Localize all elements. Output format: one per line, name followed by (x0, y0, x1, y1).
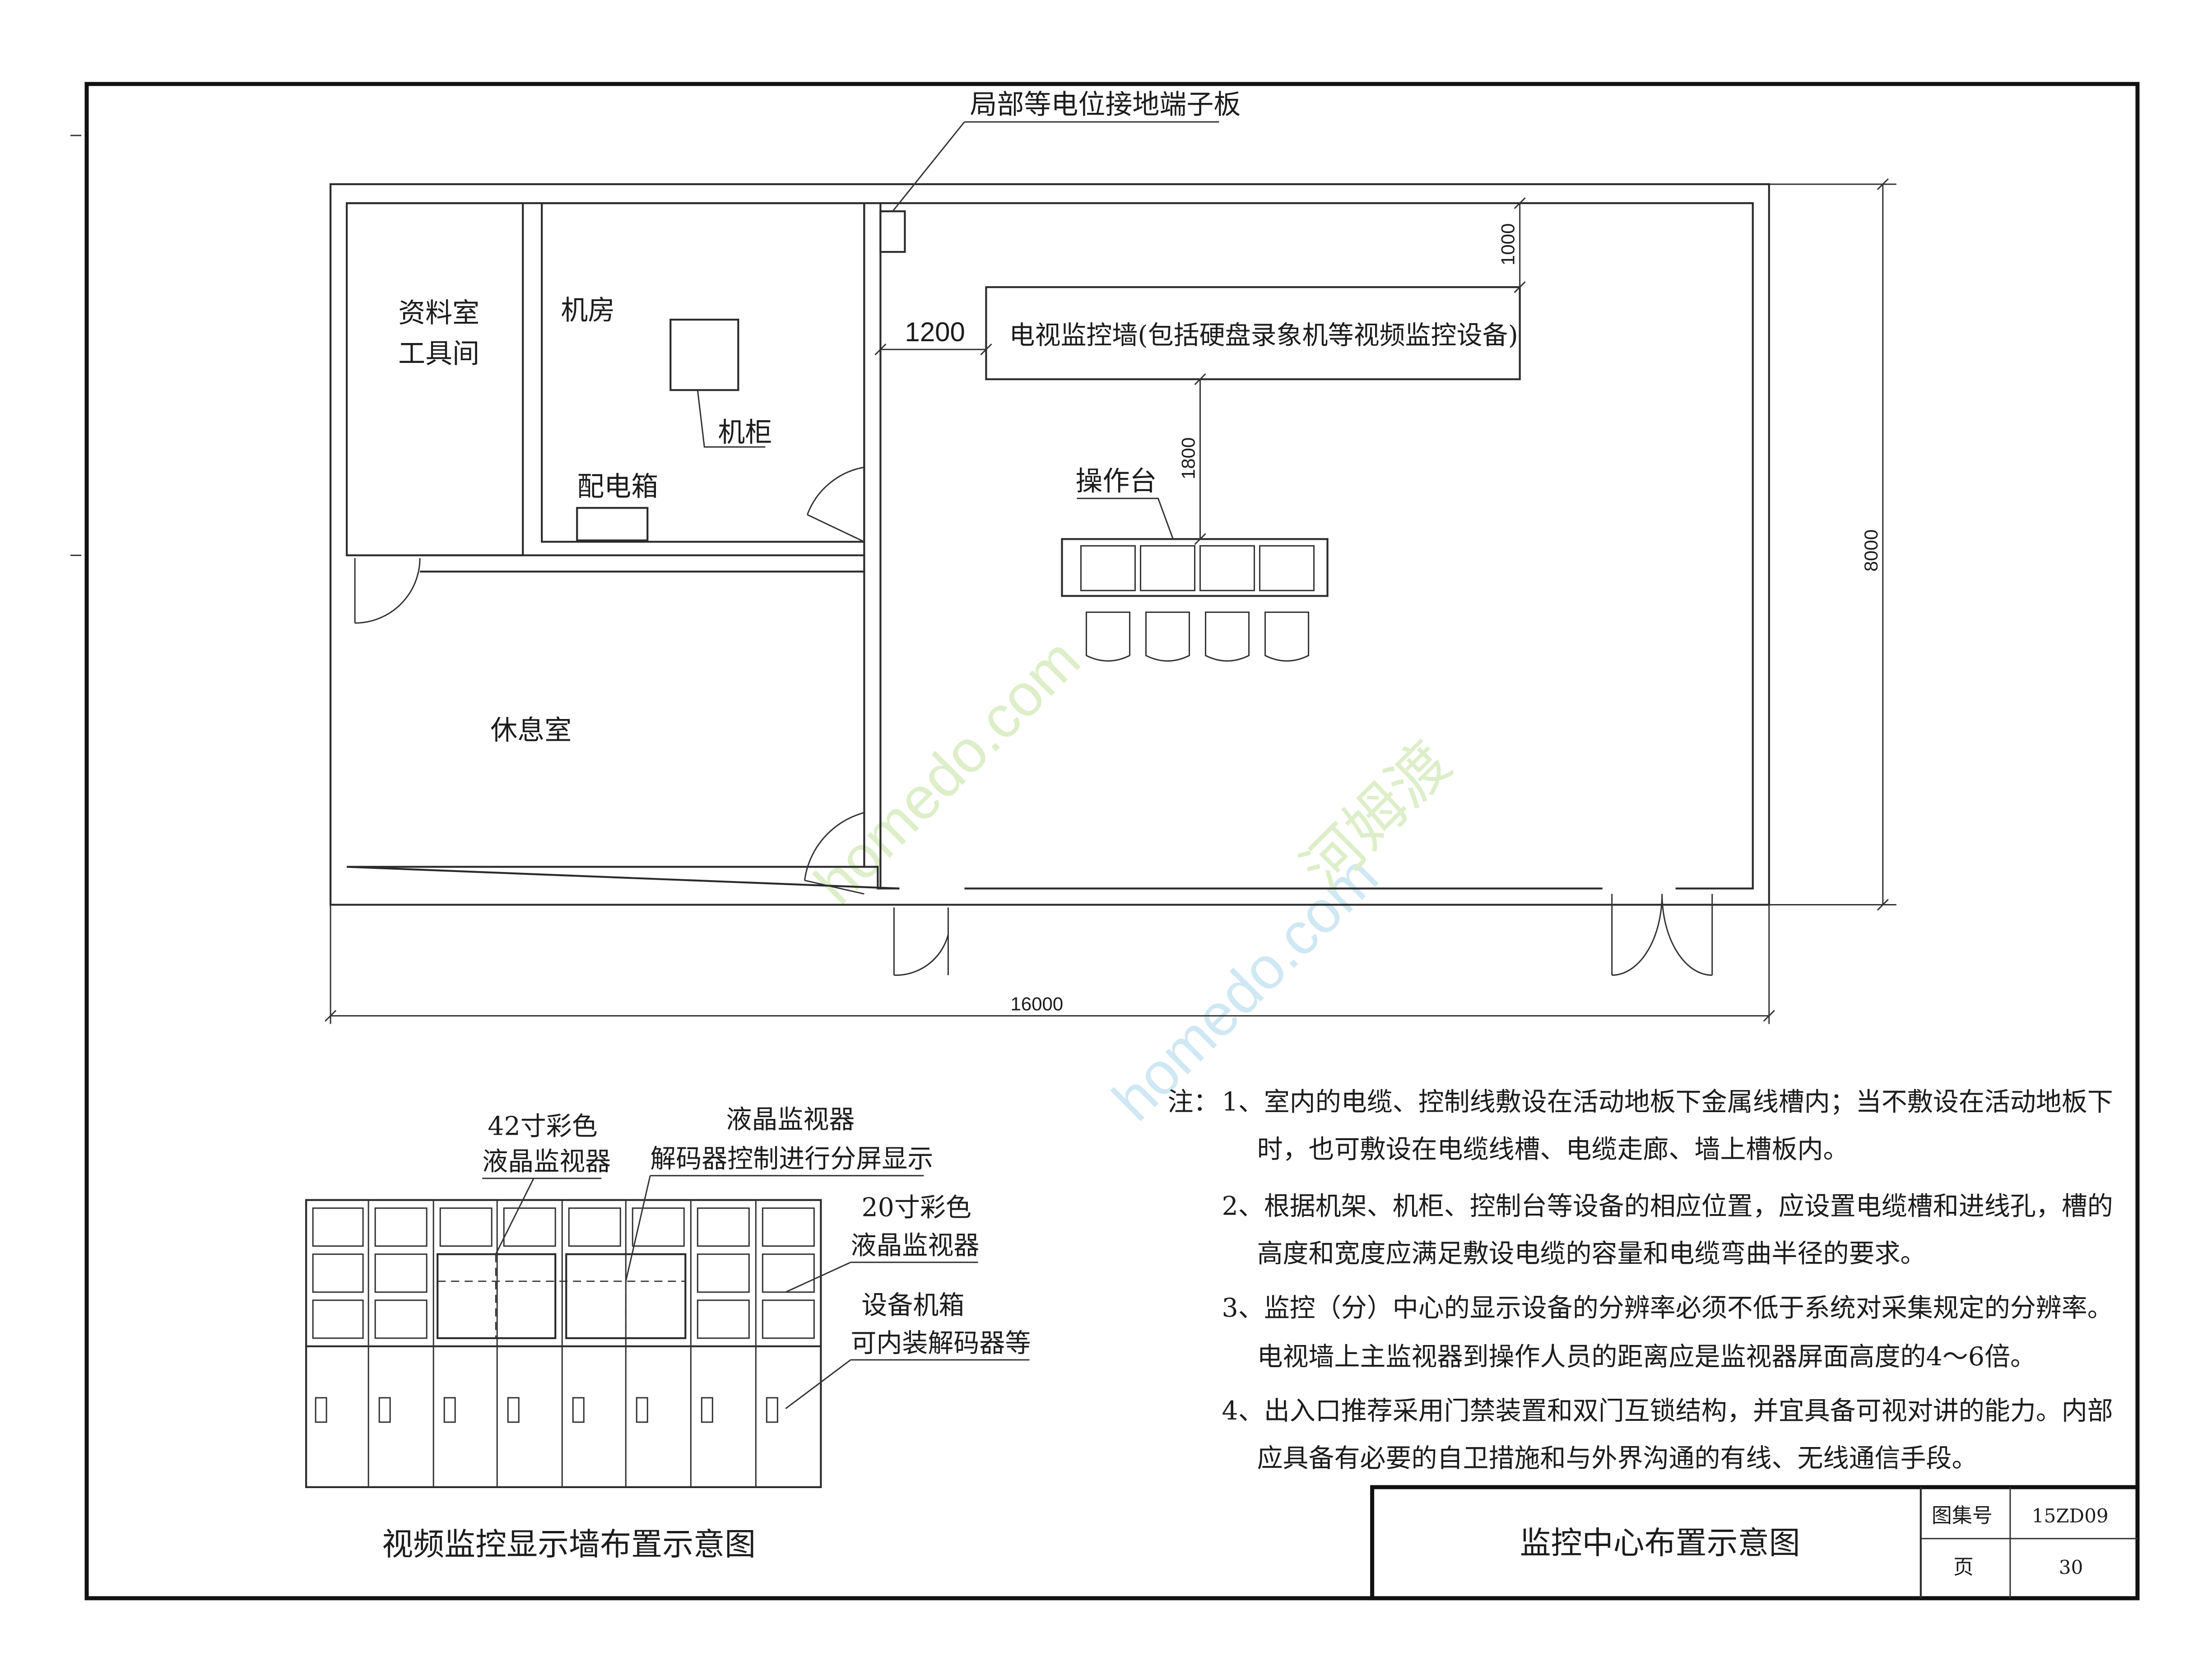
cabinet-box-leader (785, 1359, 1030, 1410)
lcd42-leader (482, 1178, 602, 1255)
inner-wall-outline (347, 202, 1754, 890)
cabinet-label: 机柜 (718, 417, 772, 448)
svg-text:1200: 1200 (905, 317, 965, 347)
note-line: 3、监控（分）中心的显示设备的分辨率必须不低于系统对采集规定的分辨率。 (1222, 1293, 2113, 1323)
note-line: 电视墙上主监视器到操作人员的距离应是监视器屏面高度的4～6倍。 (1257, 1342, 2036, 1372)
cabinet (669, 319, 739, 391)
display-columns (367, 1200, 757, 1487)
note-line: 高度和宽度应满足敷设电缆的容量和电缆弯曲半径的要求。 (1257, 1239, 1926, 1269)
note-line: 应具备有必要的自卫措施和与外界沟通的有线、无线通信手段。 (1257, 1443, 1978, 1473)
notes: 注： 1、室内的电缆、控制线敷设在活动地板下金属线槽内；当不敷设在活动地板下 时… (1168, 1087, 2113, 1473)
archive-room-label-1: 资料室 (398, 297, 479, 329)
dimension-8000: 8000 (1769, 178, 1896, 911)
svg-text:8000: 8000 (1860, 529, 1882, 571)
operation-console (1061, 538, 1329, 597)
floor-plan: 局部等电位接地端子板 机柜 配电箱 资料室 工具间 机房 休息室 电视监控墙(包… (325, 89, 1896, 1024)
archive-room-wall (346, 202, 524, 557)
atlas-label: 图集号 (1932, 1503, 1993, 1527)
svg-text:1800: 1800 (1178, 437, 1199, 479)
notes-prefix: 注： (1168, 1087, 1219, 1117)
terminal-board-label: 局部等电位接地端子板 (970, 89, 1241, 121)
lcd20-label-2: 液晶监视器 (850, 1231, 979, 1261)
archive-room-label-2: 工具间 (398, 338, 479, 370)
dimension-1200: 1200 (874, 317, 992, 356)
console-label: 操作台 (1075, 465, 1157, 497)
distribution-box (576, 507, 649, 542)
terminal-board (879, 210, 906, 253)
cabinet-leader (697, 390, 766, 448)
sheet-border (84, 82, 2140, 1600)
note-line: 4、出入口推荐采用门禁装置和双门互锁结构，并宜具备可视对讲的能力。内部 (1222, 1396, 2113, 1426)
entrance-door (893, 907, 949, 976)
distribution-box-label: 配电箱 (577, 471, 658, 502)
console-leader (1077, 497, 1174, 539)
lcd-label-1: 液晶监视器 (726, 1105, 855, 1135)
lcd42-label-2: 液晶监视器 (482, 1147, 611, 1177)
outer-wall (330, 183, 1770, 906)
note-line: 时，也可敷设在电缆线槽、电缆走廊、墙上槽板内。 (1257, 1135, 1849, 1164)
rest-room-label: 休息室 (490, 714, 572, 746)
terminal-board-leader (892, 121, 965, 212)
display-wall-diagram: 42寸彩色 液晶监视器 液晶监视器 解码器控制进行分屏显示 20寸彩色 液晶监视… (305, 1105, 1031, 1563)
archive-door (354, 558, 421, 624)
machine-room-label: 机房 (561, 295, 615, 326)
dimension-1000: 1000 (1497, 197, 1526, 293)
display-wall-caption: 视频监控显示墙布置示意图 (382, 1526, 756, 1563)
display-wall-frame (305, 1199, 822, 1488)
page-number: 30 (2059, 1556, 2083, 1578)
watermark: homedo.com homedo.com 河姆渡 (802, 626, 1463, 1133)
svg-text:homedo.com: homedo.com (802, 626, 1092, 916)
dimension-1800: 1800 (1178, 373, 1206, 545)
lcd20-leader (785, 1262, 978, 1293)
note-line: 1、室内的电缆、控制线敷设在活动地板下金属线槽内；当不敷设在活动地板下 (1222, 1087, 2113, 1117)
rest-room-door (804, 812, 864, 895)
monitor-wall (985, 286, 1521, 380)
page-label: 页 (1953, 1555, 1974, 1579)
svg-text:1000: 1000 (1497, 223, 1519, 265)
note-line: 2、根据机架、机柜、控制台等设备的相应位置，应设置电缆槽和进线孔，槽的 (1222, 1192, 2113, 1221)
cabinet-handles (315, 1397, 778, 1423)
svg-text:16000: 16000 (1010, 993, 1063, 1015)
drawing-title: 监控中心布置示意图 (1520, 1525, 1800, 1561)
dimension-16000: 16000 (325, 905, 1775, 1024)
monitor-grid (312, 1207, 815, 1339)
title-block: 监控中心布置示意图 图集号 15ZD09 页 30 (1370, 1485, 2140, 1600)
lcd20-label-1: 20寸彩色 (861, 1193, 971, 1223)
lcd-leader (625, 1175, 924, 1282)
atlas-number: 15ZD09 (2032, 1505, 2109, 1527)
operator-chairs (1085, 611, 1310, 662)
monitor-wall-label: 电视监控墙(包括硬盘录象机等视频监控设备) (1009, 320, 1518, 350)
cabinet-box-label-2: 可内装解码器等 (850, 1328, 1031, 1358)
double-door (1611, 894, 1713, 976)
machine-room-door (806, 466, 865, 543)
lcd42-label-1: 42寸彩色 (488, 1112, 598, 1141)
cabinet-box-label-1: 设备机箱 (861, 1290, 964, 1320)
lcd-label-2: 解码器控制进行分屏显示 (650, 1144, 933, 1174)
